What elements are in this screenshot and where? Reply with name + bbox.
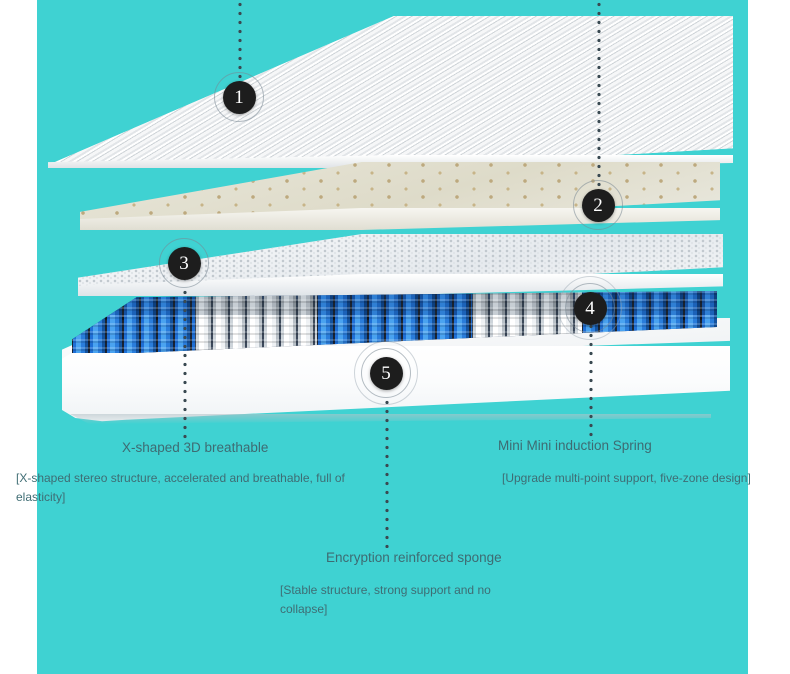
spring-zone-2 <box>194 291 318 353</box>
caption-center-title: Encryption reinforced sponge <box>326 550 502 565</box>
foam-base-shadow <box>70 414 712 424</box>
badge-1[interactable]: 1 <box>212 70 266 124</box>
badge-3[interactable]: 3 <box>157 236 211 290</box>
badge-ring <box>214 72 264 122</box>
badge-outer-ring <box>558 276 622 340</box>
layer-2-edge <box>80 208 720 230</box>
leader-line-layer4 <box>589 322 593 440</box>
spring-row-front <box>194 314 318 353</box>
badge-2-number: 2 <box>581 188 615 222</box>
badge-5-number: 5 <box>369 356 403 390</box>
caption-breathable-layer: X-shaped 3D breathable [X-shaped stereo … <box>16 440 376 506</box>
badge-1-number: 1 <box>222 80 256 114</box>
spring-zone-1 <box>72 291 195 353</box>
caption-center-desc: [Stable structure, strong support and no… <box>280 583 491 616</box>
leader-line-layer5 <box>385 398 389 548</box>
layer-1-quilted-cover <box>48 16 733 168</box>
badge-3-number: 3 <box>167 246 201 280</box>
caption-right-title: Mini Mini induction Spring <box>498 438 652 453</box>
caption-left-title: X-shaped 3D breathable <box>122 440 269 455</box>
caption-sponge-base: Encryption reinforced sponge [Stable str… <box>280 550 530 618</box>
badge-4-number: 4 <box>573 291 607 325</box>
leader-line-layer2 <box>597 0 601 190</box>
badge-ring <box>573 180 623 230</box>
caption-left-desc: [X-shaped stereo structure, accelerated … <box>16 471 345 504</box>
quilt-stripe-texture <box>48 16 733 168</box>
badge-ring <box>159 238 209 288</box>
leader-line-layer3 <box>183 288 187 440</box>
spring-row-front <box>72 314 195 353</box>
badge-outer-ring <box>354 341 418 405</box>
badge-4[interactable]: 4 <box>558 276 622 340</box>
badge-5[interactable]: 5 <box>354 341 418 405</box>
caption-right-desc: [Upgrade multi-point support, five-zone … <box>502 471 751 485</box>
badge-2[interactable]: 2 <box>571 178 625 232</box>
leader-line-layer1 <box>238 0 242 84</box>
caption-spring-layer: Mini Mini induction Spring [Upgrade mult… <box>498 438 768 488</box>
